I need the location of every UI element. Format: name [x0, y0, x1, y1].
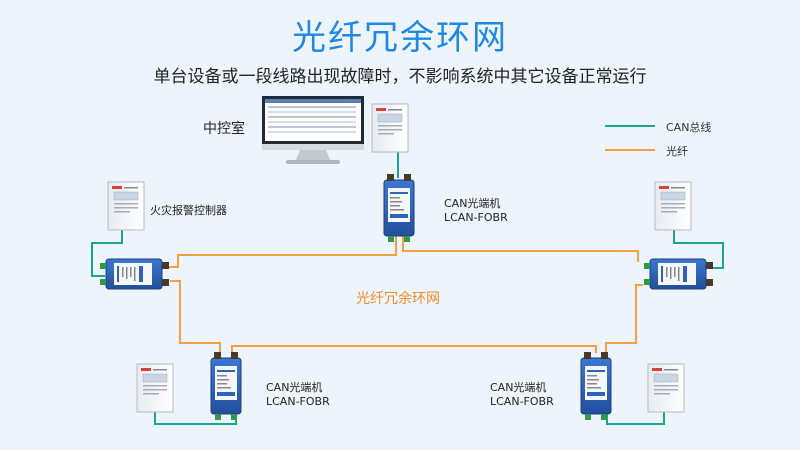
- legend-fiber-text: 光纤: [666, 145, 688, 158]
- converter-top-label: CAN光端机 LCAN-FOBR: [444, 197, 508, 225]
- converter-right: [643, 258, 714, 290]
- panel-bottom-right: [647, 363, 685, 413]
- panel-control-room: [371, 103, 409, 153]
- converter-model: LCAN-FOBR: [266, 395, 330, 408]
- page-subtitle: 单台设备或一段线路出现故障时，不影响系统中其它设备正常运行: [153, 67, 647, 87]
- converter-bottom-right: [580, 351, 612, 421]
- converter-bottom-left-label: CAN光端机 LCAN-FOBR: [266, 381, 330, 409]
- converter-bottom-left: [210, 351, 242, 421]
- control-room-computer: [262, 96, 364, 164]
- panel-right: [654, 181, 692, 231]
- converter-model: LCAN-FOBR: [444, 211, 508, 224]
- converter-name: CAN光端机: [444, 197, 501, 210]
- control-room-label: 中控室: [203, 121, 245, 137]
- converter-bottom-right-label: CAN光端机 LCAN-FOBR: [490, 381, 554, 409]
- converter-model: LCAN-FOBR: [490, 395, 554, 408]
- converter-name: CAN光端机: [266, 381, 323, 394]
- page-title: 光纤冗余环网: [292, 18, 508, 58]
- ring-label: 光纤冗余环网: [356, 291, 440, 307]
- fire-panel-label: 火灾报警控制器: [150, 204, 227, 217]
- converter-top: [383, 173, 415, 243]
- panel-bottom-left: [136, 363, 174, 413]
- legend-can-text: CAN总线: [666, 121, 712, 134]
- panel-left: [107, 181, 145, 231]
- converter-left: [99, 258, 170, 290]
- fiber-ring: [162, 235, 643, 353]
- converter-name: CAN光端机: [490, 381, 547, 394]
